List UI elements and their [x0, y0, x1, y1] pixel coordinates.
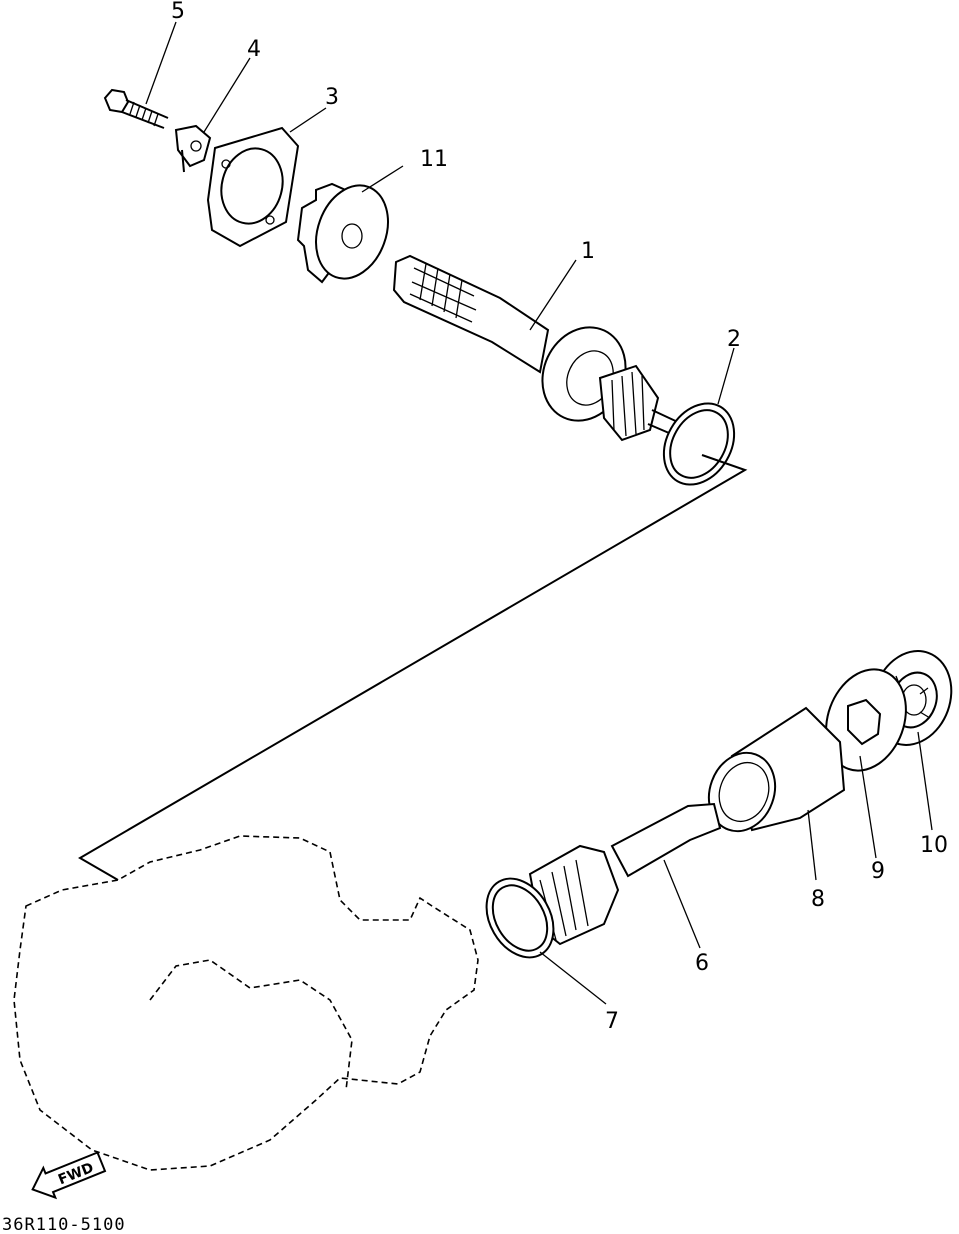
callout-6: 6 [695, 951, 709, 976]
callout-4: 4 [247, 37, 261, 62]
callout-5: 5 [171, 0, 185, 24]
part-4-lock-plate [174, 124, 212, 173]
callout-2: 2 [727, 327, 741, 352]
part-11-coupling [296, 182, 389, 284]
part-8-housing [707, 706, 846, 833]
part-2-shim [662, 402, 736, 486]
callout-1: 1 [581, 239, 595, 264]
assembly-reference-line [78, 454, 748, 881]
part-1-drive-shaft [392, 254, 683, 442]
callout-labels: 5 4 3 11 1 2 10 9 8 6 7 [171, 0, 948, 1034]
callout-11: 11 [420, 147, 448, 172]
callout-8: 8 [811, 887, 825, 912]
part-7-shim [485, 877, 555, 959]
callout-9: 9 [871, 859, 885, 884]
callout-10: 10 [920, 833, 948, 858]
callout-7: 7 [605, 1009, 619, 1034]
drawing-code: 36R110-5100 [2, 1215, 126, 1234]
part-6-driven-shaft [528, 802, 722, 946]
part-3-retainer-plate [206, 126, 300, 248]
callout-3: 3 [325, 85, 339, 110]
part-5-bolt [103, 88, 169, 129]
engine-crankcase-outline [13, 835, 479, 1171]
callout-leaders [145, 21, 933, 1005]
part-9-nut [825, 668, 907, 772]
fwd-direction-arrow: FWD [31, 1151, 107, 1200]
